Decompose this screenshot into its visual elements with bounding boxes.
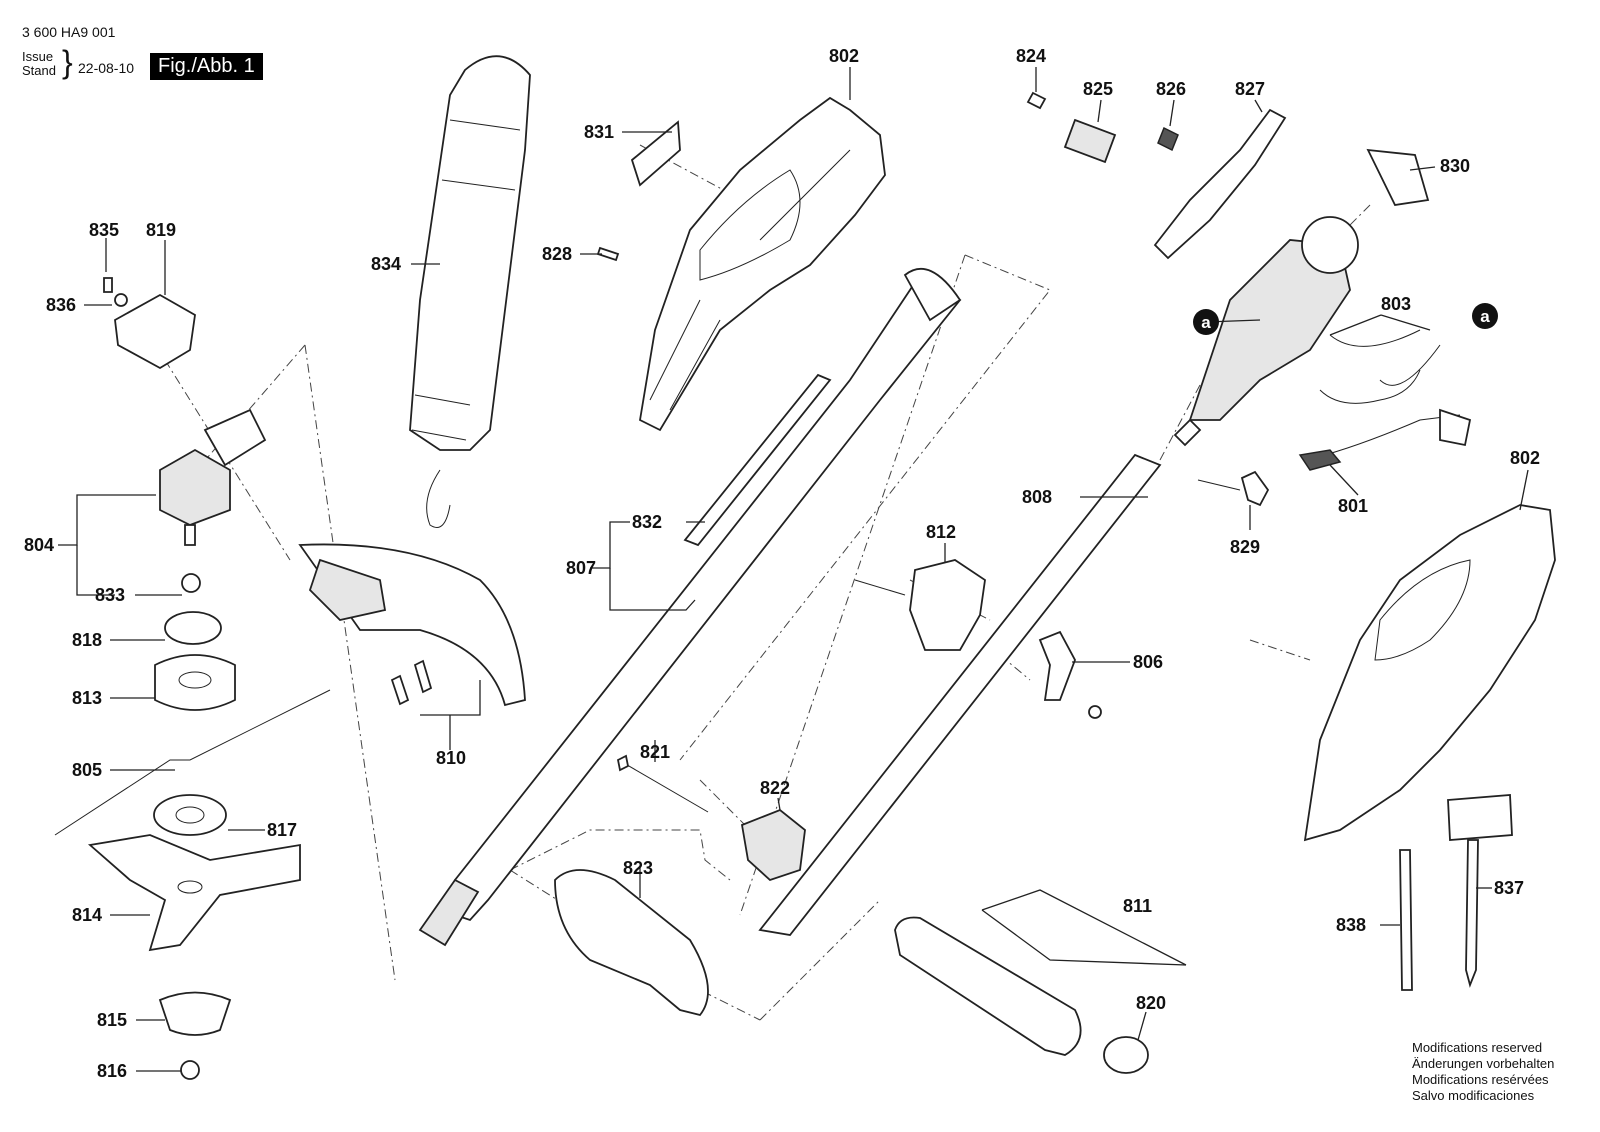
cutting-line-805 (54, 689, 331, 836)
callout-835: 835 (89, 220, 119, 240)
callout-821: 821 (640, 742, 670, 762)
strip-832 (683, 373, 832, 547)
callout-labels: 831 802 828 834 824 825 826 827 830 803 … (24, 46, 1540, 1081)
blade-814 (87, 834, 301, 952)
callout-831: 831 (584, 122, 614, 142)
cap-815 (158, 991, 232, 1036)
callout-823: 823 (623, 858, 653, 878)
callout-807: 807 (566, 558, 596, 578)
handle-823 (554, 869, 709, 1017)
callout-812: 812 (926, 522, 956, 542)
figure-label: Fig./Abb. 1 (150, 53, 263, 80)
callout-808: 808 (1022, 487, 1052, 507)
callout-836: 836 (46, 295, 76, 315)
screw-824 (1026, 91, 1047, 110)
callout-826: 826 (1156, 79, 1186, 99)
plug-820 (1103, 1036, 1149, 1074)
spool-818 (164, 611, 222, 645)
callout-804: 804 (24, 535, 54, 555)
brace-glyph: } (62, 44, 73, 80)
housing-half-802-upper (639, 96, 886, 432)
callout-833: 833 (95, 585, 125, 605)
stand-label: Stand (22, 63, 56, 78)
pin-838 (1399, 849, 1413, 991)
note-es: Salvo modificaciones (1412, 1088, 1535, 1103)
callout-827: 827 (1235, 79, 1265, 99)
leader-lines (58, 67, 1529, 1072)
callout-820: 820 (1136, 993, 1166, 1013)
callout-819: 819 (146, 220, 176, 240)
callout-815: 815 (97, 1010, 127, 1030)
screw-828 (596, 246, 620, 262)
guard-810 (298, 543, 526, 707)
sleeve-825 (1063, 118, 1117, 164)
motor-803 (1173, 216, 1441, 447)
note-fr: Modifications resérvées (1412, 1072, 1549, 1087)
callout-814: 814 (72, 905, 102, 925)
callout-813: 813 (72, 688, 102, 708)
gear-head-804 (159, 408, 267, 546)
shoulder-strap-834 (409, 55, 531, 528)
issue-label: Issue (22, 49, 54, 64)
nut-816 (180, 1060, 200, 1080)
cap-833 (181, 573, 201, 593)
tool-837 (1447, 794, 1513, 988)
bolt-821 (616, 754, 709, 813)
handle-811 (894, 916, 1082, 1056)
spool-housing-813 (154, 654, 236, 711)
clip-806 (1038, 630, 1102, 719)
callout-822: 822 (760, 778, 790, 798)
callout-837: 837 (1494, 878, 1524, 898)
clamp-812 (854, 559, 986, 651)
note-de: Änderungen vorbehalten (1412, 1056, 1555, 1071)
callout-816: 816 (97, 1061, 127, 1081)
issue-date: 22-08-10 (78, 60, 135, 76)
marker-a-right-label: a (1480, 307, 1490, 326)
lever-827 (1153, 108, 1287, 260)
callout-832: 832 (632, 512, 662, 532)
spool-cap-817 (153, 794, 227, 836)
plate-830 (1366, 148, 1430, 206)
callout-802-lower: 802 (1510, 448, 1540, 468)
callout-806: 806 (1133, 652, 1163, 672)
note-en: Modifications reserved (1412, 1040, 1543, 1055)
callout-834: 834 (371, 254, 401, 274)
housing-half-802-lower (1303, 504, 1556, 842)
clip-829 (1197, 470, 1270, 507)
callout-830: 830 (1440, 156, 1470, 176)
callout-810: 810 (436, 748, 466, 768)
callout-825: 825 (1083, 79, 1113, 99)
callout-828: 828 (542, 244, 572, 264)
callout-811: 811 (1123, 896, 1152, 916)
issue-labels: Issue Stand (22, 50, 56, 78)
spinner-head-819 (114, 293, 196, 370)
wedge-831 (630, 120, 681, 187)
marker-a-left (1193, 309, 1219, 335)
callout-838: 838 (1336, 915, 1366, 935)
tube-808 (758, 453, 1162, 936)
tube-807 (418, 267, 962, 947)
marker-a-right (1472, 303, 1498, 329)
screw-835 (103, 277, 113, 293)
document-code: 3 600 HA9 001 (22, 24, 116, 40)
power-cord-801 (1298, 369, 1472, 471)
connection-markers: a a (1193, 303, 1498, 335)
callout-805: 805 (72, 760, 102, 780)
callout-803: 803 (1381, 294, 1411, 314)
callout-817: 817 (267, 820, 297, 840)
callout-824: 824 (1016, 46, 1046, 66)
marker-a-left-label: a (1201, 313, 1211, 332)
callout-818: 818 (72, 630, 102, 650)
spring-826 (1157, 126, 1179, 152)
modifications-note: Modifications reserved Änderungen vorbeh… (1412, 1040, 1554, 1104)
washer-836 (114, 293, 128, 307)
knob-822 (740, 808, 806, 882)
callout-802-upper: 802 (829, 46, 859, 66)
callout-829: 829 (1230, 537, 1260, 557)
callout-801: 801 (1338, 496, 1368, 516)
